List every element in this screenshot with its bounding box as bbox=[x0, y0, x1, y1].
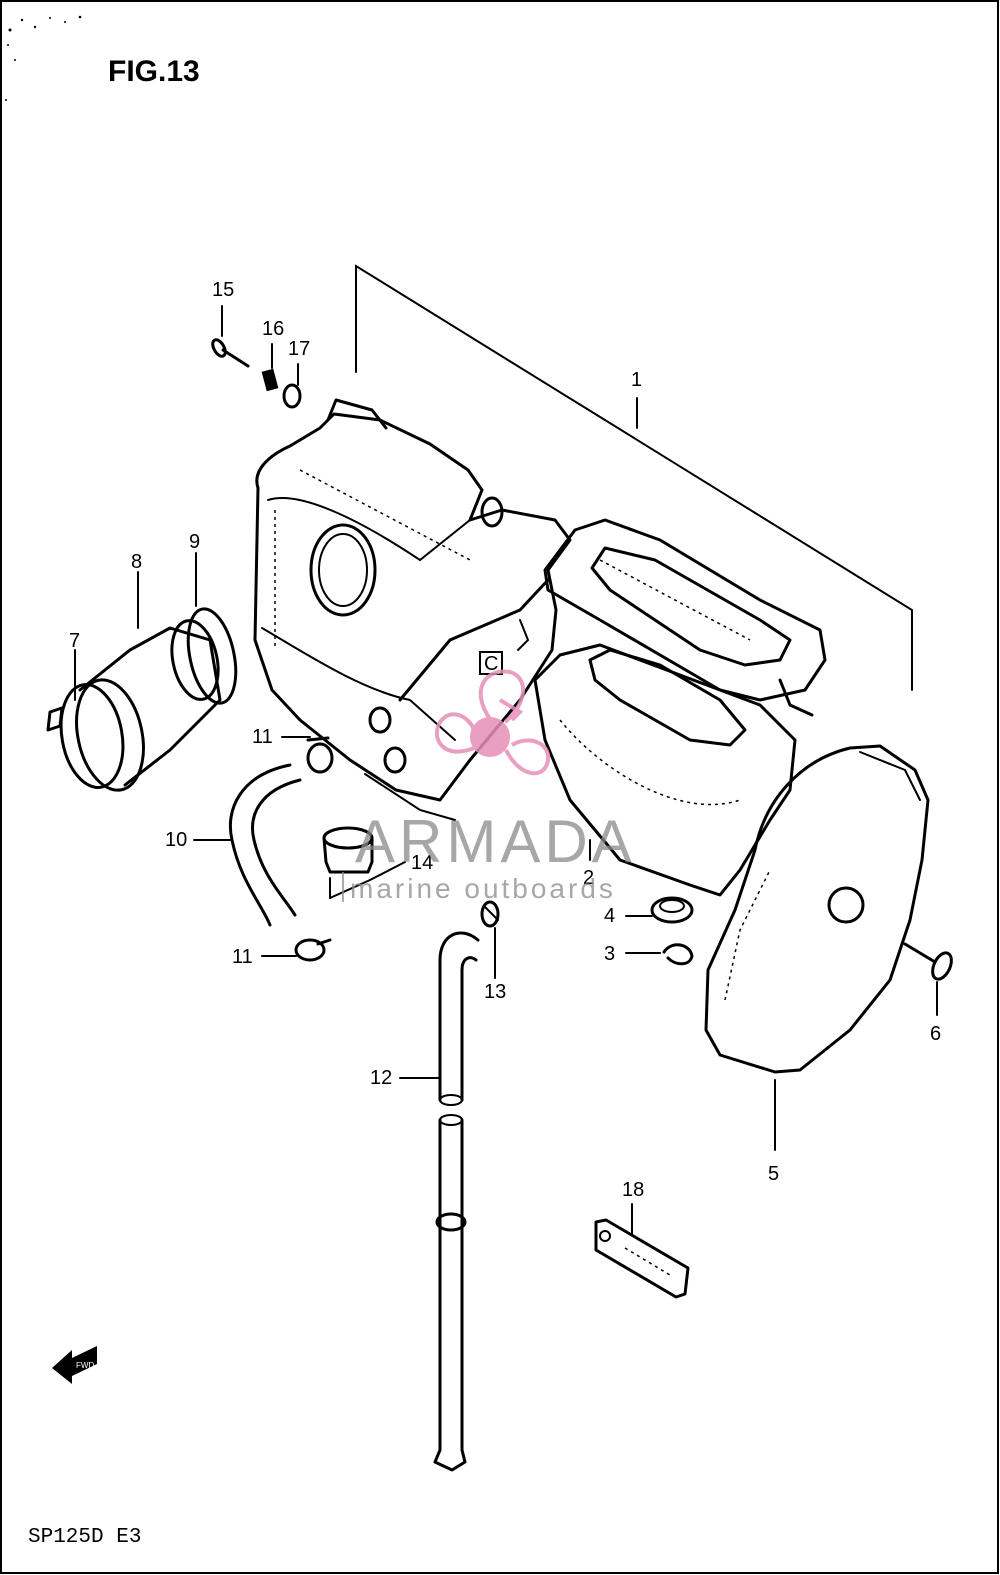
band-18 bbox=[594, 1203, 690, 1299]
watermark-tagline: marine outboards bbox=[350, 873, 616, 904]
callout-14: 14 bbox=[411, 852, 433, 874]
air-filter-element-2 bbox=[533, 518, 827, 897]
bolt-15 bbox=[211, 305, 250, 368]
drain-pipe-12 bbox=[399, 931, 480, 1472]
callout-15: 15 bbox=[212, 279, 234, 301]
hose-10 bbox=[193, 763, 302, 927]
box-marker-c: C bbox=[484, 653, 498, 675]
air-cleaner-cover-5 bbox=[704, 744, 930, 1151]
clip-3 bbox=[625, 943, 694, 966]
clamp-11-lower bbox=[261, 938, 332, 962]
clamp-11-upper bbox=[281, 736, 334, 774]
callout-18: 18 bbox=[622, 1179, 644, 1201]
callout-1: 1 bbox=[631, 369, 642, 391]
washer-17 bbox=[282, 363, 302, 409]
callout-2: 2 bbox=[583, 867, 594, 889]
clamp-7 bbox=[46, 649, 125, 789]
callout-7: 7 bbox=[69, 630, 80, 652]
watermark: ARMADA marine outboards bbox=[342, 669, 636, 904]
callout-9: 9 bbox=[189, 531, 200, 553]
nut-16 bbox=[261, 343, 279, 392]
callout-11-upper: 11 bbox=[252, 726, 273, 748]
air-cleaner-case-1: C bbox=[253, 398, 572, 802]
intake-pipe-8 bbox=[75, 571, 222, 792]
callout-4: 4 bbox=[604, 905, 615, 927]
callout-16: 16 bbox=[262, 318, 284, 340]
clamp-13 bbox=[480, 900, 500, 979]
callout-6: 6 bbox=[930, 1023, 941, 1045]
model-code: SP125D E3 bbox=[28, 1526, 141, 1549]
screw-6 bbox=[903, 942, 953, 1016]
scan-noise bbox=[5, 15, 82, 101]
watermark-brand: ARMADA bbox=[355, 808, 636, 875]
callout-11-lower: 11 bbox=[232, 946, 253, 968]
assembly-bracket bbox=[355, 264, 913, 691]
front-arrow-icon: FWD bbox=[52, 1346, 97, 1384]
leader-case-bottom bbox=[364, 773, 456, 821]
grommet-4 bbox=[625, 896, 694, 924]
o-ring-9 bbox=[186, 552, 238, 705]
armada-propeller-logo bbox=[434, 669, 551, 776]
callout-17: 17 bbox=[288, 338, 310, 360]
callout-13: 13 bbox=[484, 981, 506, 1003]
figure-title: FIG.13 bbox=[108, 55, 200, 88]
callout-12: 12 bbox=[370, 1067, 392, 1089]
callout-3: 3 bbox=[604, 943, 615, 965]
svg-text:FWD: FWD bbox=[76, 1361, 94, 1370]
callout-8: 8 bbox=[131, 551, 142, 573]
callout-5: 5 bbox=[768, 1163, 779, 1185]
callout-10: 10 bbox=[165, 829, 187, 851]
